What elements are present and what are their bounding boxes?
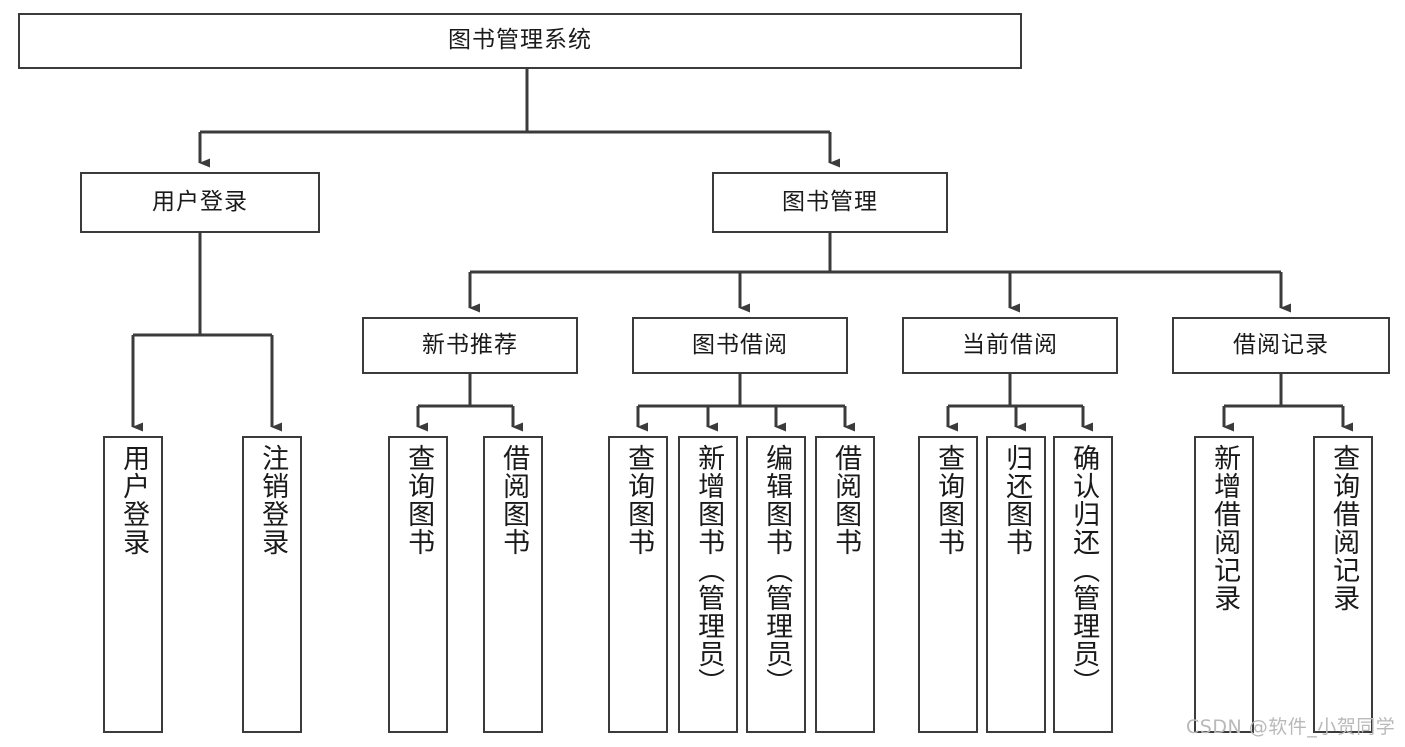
leaf-label: 查询图书 bbox=[623, 444, 655, 556]
leaf-label: 查询借阅记录 bbox=[1328, 444, 1360, 612]
leaf-label: 归还图书 bbox=[1001, 444, 1033, 556]
leaf-label: 新增借阅记录 bbox=[1209, 444, 1241, 612]
leaf-node[interactable]: 查询借阅记录 bbox=[1313, 436, 1373, 733]
leaf-node[interactable]: 查询图书 bbox=[608, 436, 668, 733]
node-root[interactable]: 图书管理系统 bbox=[18, 13, 1022, 69]
leaf-node[interactable]: 确认归还（管理员） bbox=[1053, 436, 1113, 733]
node-borrow-record[interactable]: 借阅记录 bbox=[1172, 317, 1390, 374]
leaf-node[interactable]: 新增借阅记录 bbox=[1194, 436, 1254, 733]
leaf-node[interactable]: 用户登录 bbox=[103, 436, 163, 733]
leaf-node[interactable]: 借阅图书 bbox=[483, 436, 543, 733]
node-book-management[interactable]: 图书管理 bbox=[712, 172, 948, 233]
node-borrow-record-label: 借阅记录 bbox=[1233, 331, 1329, 358]
node-user-login-label: 用户登录 bbox=[152, 188, 248, 215]
leaf-label: 新增图书（管理员） bbox=[693, 444, 725, 696]
node-root-label: 图书管理系统 bbox=[448, 27, 592, 54]
csdn-watermark: CSDN @软件_小贺同学 bbox=[1186, 716, 1396, 738]
leaf-label: 借阅图书 bbox=[498, 444, 530, 556]
leaf-node[interactable]: 注销登录 bbox=[242, 436, 302, 733]
leaf-label: 确认归还（管理员） bbox=[1068, 444, 1100, 696]
leaf-label: 借阅图书 bbox=[830, 444, 862, 556]
leaf-label: 编辑图书（管理员） bbox=[761, 444, 793, 696]
leaf-node[interactable]: 编辑图书（管理员） bbox=[746, 436, 806, 733]
node-current-borrow-label: 当前借阅 bbox=[962, 331, 1058, 358]
node-book-borrow[interactable]: 图书借阅 bbox=[632, 317, 848, 374]
node-book-borrow-label: 图书借阅 bbox=[692, 331, 788, 358]
leaf-node[interactable]: 归还图书 bbox=[986, 436, 1046, 733]
leaf-node[interactable]: 查询图书 bbox=[388, 436, 448, 733]
node-current-borrow[interactable]: 当前借阅 bbox=[902, 317, 1118, 374]
leaf-node[interactable]: 查询图书 bbox=[918, 436, 978, 733]
node-book-management-label: 图书管理 bbox=[782, 188, 878, 215]
node-user-login[interactable]: 用户登录 bbox=[80, 172, 320, 233]
leaf-label: 注销登录 bbox=[257, 444, 289, 556]
leaf-label: 查询图书 bbox=[403, 444, 435, 556]
leaf-label: 用户登录 bbox=[118, 444, 150, 556]
leaf-node[interactable]: 借阅图书 bbox=[815, 436, 875, 733]
leaf-node[interactable]: 新增图书（管理员） bbox=[678, 436, 738, 733]
node-new-book-recommend-label: 新书推荐 bbox=[422, 331, 518, 358]
leaf-label: 查询图书 bbox=[933, 444, 965, 556]
node-new-book-recommend[interactable]: 新书推荐 bbox=[362, 317, 578, 374]
